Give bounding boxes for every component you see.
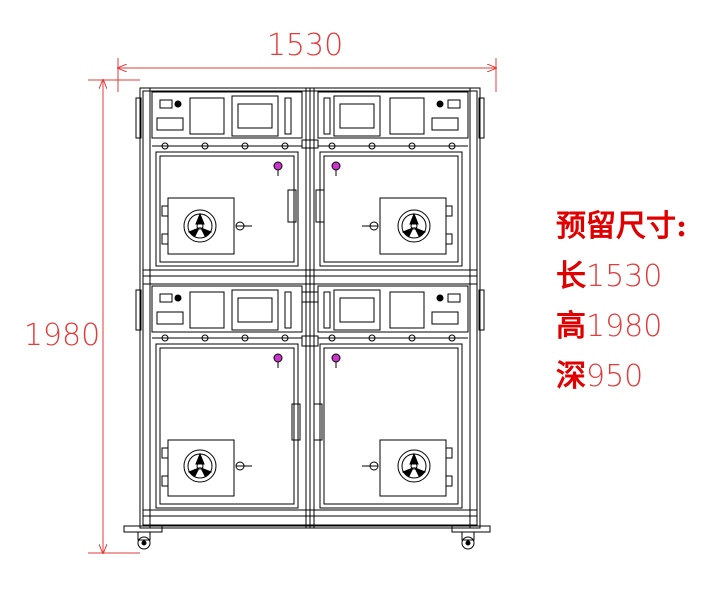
center-hinges xyxy=(301,139,319,347)
chamber-lower-left xyxy=(151,285,303,509)
width-label: 1530 xyxy=(267,28,343,63)
fan-icon xyxy=(183,449,217,483)
spec-row-depth: 深950 xyxy=(556,359,644,394)
spec-row-height: 高1980 xyxy=(556,309,663,344)
switch-icon xyxy=(159,99,173,109)
door-handle-icon xyxy=(291,403,301,441)
width-dimension: 1530 xyxy=(118,28,496,92)
spec-title: 预留尺寸: xyxy=(556,209,688,244)
door-handle-icon xyxy=(287,189,297,223)
fan-icon xyxy=(183,209,217,243)
caster-wheel-icon xyxy=(123,525,491,550)
chamber-upper-right xyxy=(315,91,469,267)
door-handle-icon xyxy=(315,189,325,223)
display-screen-icon xyxy=(189,291,225,329)
display-screen-icon xyxy=(189,97,225,135)
indicator-lamp-icon xyxy=(174,100,182,108)
fan-icon xyxy=(397,209,431,243)
door-handle-icon xyxy=(313,403,323,441)
height-dimension: 1980 xyxy=(24,80,140,553)
height-label: 1980 xyxy=(24,318,100,353)
fan-icon xyxy=(397,449,431,483)
spec-row-length: 长1530 xyxy=(556,259,663,294)
cabinet-frame xyxy=(135,87,485,529)
chamber-lower-right xyxy=(313,285,469,509)
display-screen-icon xyxy=(389,291,425,329)
chamber-upper-left xyxy=(151,91,303,267)
indicator-lamp-icon xyxy=(273,161,283,171)
display-screen-icon xyxy=(389,97,425,135)
